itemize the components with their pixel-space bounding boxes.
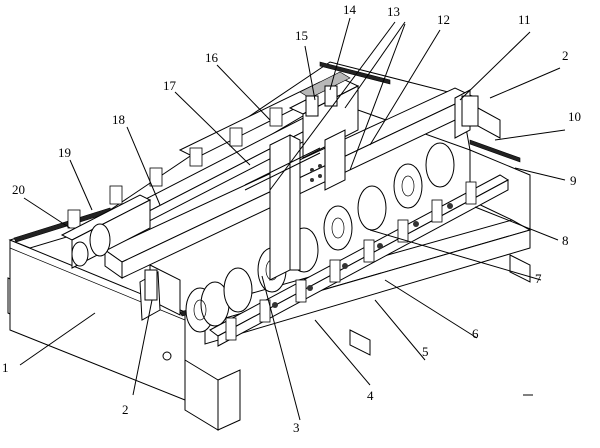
label-15: 15 xyxy=(295,28,308,43)
label-14: 14 xyxy=(343,2,357,17)
reference-labels: 1 2 2 3 4 5 6 7 8 9 10 11 12 13 14 15 16… xyxy=(2,2,581,435)
label-1: 1 xyxy=(2,360,9,375)
gantry xyxy=(244,71,360,281)
label-2-top: 2 xyxy=(562,48,569,63)
label-4: 4 xyxy=(367,388,374,403)
label-9: 9 xyxy=(570,173,577,188)
label-13: 13 xyxy=(387,4,400,19)
right-fixtures xyxy=(139,89,501,321)
label-8: 8 xyxy=(562,233,569,248)
label-19: 19 xyxy=(58,145,71,160)
label-7: 7 xyxy=(535,271,542,286)
label-17: 17 xyxy=(163,78,177,93)
label-6: 6 xyxy=(472,326,479,341)
label-20: 20 xyxy=(12,182,25,197)
leader-lines xyxy=(19,17,566,421)
label-12: 12 xyxy=(437,12,450,27)
label-5: 5 xyxy=(422,344,429,359)
label-16: 16 xyxy=(205,50,219,65)
label-10: 10 xyxy=(568,109,581,124)
label-11: 11 xyxy=(518,12,531,27)
label-18: 18 xyxy=(112,112,125,127)
label-3: 3 xyxy=(293,420,300,435)
rear-carrier xyxy=(60,194,152,269)
label-2-bottom: 2 xyxy=(122,402,129,417)
